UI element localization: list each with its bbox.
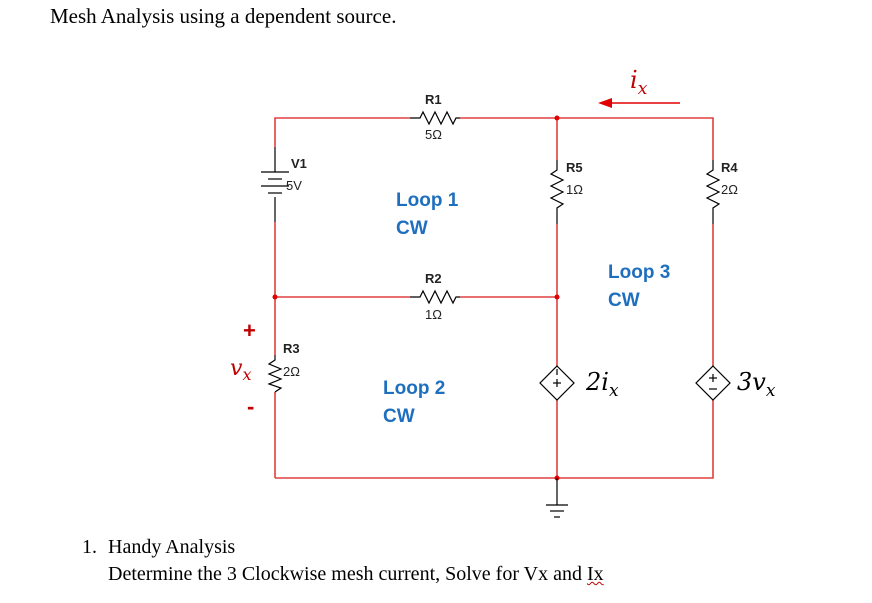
r2-symbol: [410, 289, 460, 305]
junction-dot: [272, 294, 278, 300]
wire-top-mid: [460, 117, 714, 160]
junction-dot: [554, 115, 560, 121]
v1-name: V1: [291, 156, 307, 171]
r3-name: R3: [283, 341, 300, 356]
loop-2-name: Loop 2: [383, 378, 445, 399]
problem-heading: Handy Analysis: [108, 536, 236, 558]
r1-value: 5Ω: [425, 127, 442, 142]
problem-number: 1.: [82, 536, 97, 558]
problem-ix-text: Ix: [586, 563, 604, 585]
problem-heading-line: 1. Handy Analysis: [82, 534, 604, 561]
loop-3-direction: CW: [608, 290, 640, 311]
vx-label: vx: [230, 356, 251, 384]
vx-plus-sign: +: [243, 318, 256, 343]
dep-source-2-diamond: [695, 365, 731, 401]
r2-value: 1Ω: [425, 307, 442, 322]
wire-top-left: [274, 117, 410, 147]
diagram-title: Mesh Analysis using a dependent source.: [50, 4, 397, 28]
dep-source-1-diamond: [539, 365, 575, 401]
junction-dot: [554, 294, 560, 300]
r3-symbol: [267, 355, 283, 393]
r5-value: 1Ω: [566, 182, 583, 197]
r5-symbol: [549, 160, 565, 224]
loop-1-name: Loop 1: [396, 190, 459, 211]
r4-name: R4: [721, 160, 738, 175]
problem-statement: 1. Handy Analysis Determine the 3 Clockwi…: [82, 534, 604, 588]
dep-source-1-label: 2ix: [585, 368, 619, 401]
r2-name: R2: [425, 271, 442, 286]
junctions: [272, 115, 560, 481]
loop-2-direction: CW: [383, 406, 415, 427]
wire-bottom: [275, 400, 714, 479]
wires: [274, 117, 714, 479]
component-leads: [261, 110, 731, 518]
r3-value: 2Ω: [283, 364, 300, 379]
loop-1-direction: CW: [396, 218, 428, 239]
loop-3-name: Loop 3: [608, 262, 670, 283]
r1-name: R1: [425, 92, 442, 107]
problem-body-line: Determine the 3 Clockwise mesh current, …: [82, 561, 604, 588]
r4-symbol: [705, 160, 721, 224]
vx-minus-sign: -: [247, 394, 254, 419]
r5-name: R5: [566, 160, 583, 175]
dep-source-2-label: 3vx: [737, 368, 776, 401]
ix-arrow-head: [598, 98, 612, 108]
ix-label: ix: [630, 66, 648, 99]
r1-symbol: [410, 110, 460, 126]
ix-arrow: [598, 98, 680, 108]
v1-value: 5V: [286, 178, 302, 193]
problem-body: Determine the 3 Clockwise mesh current, …: [108, 563, 587, 585]
r4-value: 2Ω: [721, 182, 738, 197]
